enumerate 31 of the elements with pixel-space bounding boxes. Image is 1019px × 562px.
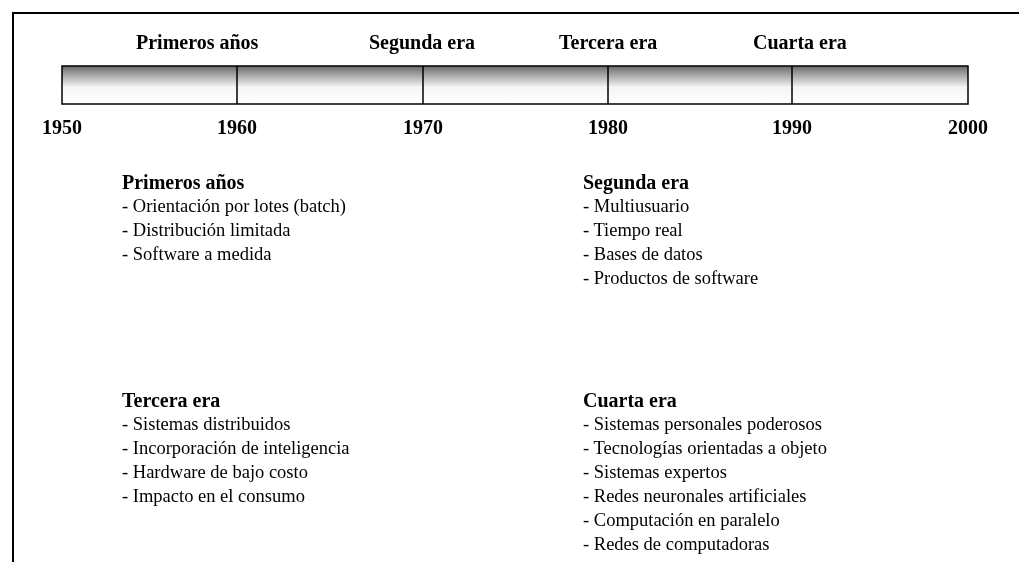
section-heading: Primeros años	[122, 172, 245, 192]
list-item: - Productos de software	[583, 268, 759, 287]
section-heading: Segunda era	[583, 172, 690, 192]
era-heading: Primeros años	[136, 32, 259, 52]
list-item: - Distribución limitada	[122, 220, 291, 239]
year-label: 1950	[42, 117, 82, 137]
list-item: - Incorporación de inteligencia	[122, 438, 350, 457]
list-item: - Orientación por lotes (batch)	[122, 196, 346, 215]
list-item: - Sistemas personales poderosos	[583, 414, 822, 433]
era-heading: Tercera era	[559, 32, 658, 52]
list-item: - Computación en paralelo	[583, 510, 780, 529]
year-label: 1980	[588, 117, 628, 137]
year-label: 2000	[948, 117, 988, 137]
list-item: - Hardware de bajo costo	[122, 462, 308, 481]
year-label: 1990	[772, 117, 812, 137]
list-item: - Software a medida	[122, 244, 272, 263]
list-item: - Redes de computadoras	[583, 534, 770, 553]
year-label: 1970	[403, 117, 443, 137]
year-label: 1960	[217, 117, 257, 137]
list-item: - Bases de datos	[583, 244, 703, 263]
section-heading: Cuarta era	[583, 390, 677, 410]
list-item: - Sistemas distribuidos	[122, 414, 291, 433]
list-item: - Tiempo real	[583, 220, 683, 239]
era-heading: Segunda era	[369, 32, 476, 52]
section-heading: Tercera era	[122, 390, 221, 410]
list-item: - Impacto en el consumo	[122, 486, 305, 505]
list-item: - Multiusuario	[583, 196, 690, 215]
era-heading: Cuarta era	[753, 32, 847, 52]
list-item: - Tecnologías orientadas a objeto	[583, 438, 827, 457]
list-item: - Redes neuronales artificiales	[583, 486, 807, 505]
list-item: - Sistemas expertos	[583, 462, 727, 481]
